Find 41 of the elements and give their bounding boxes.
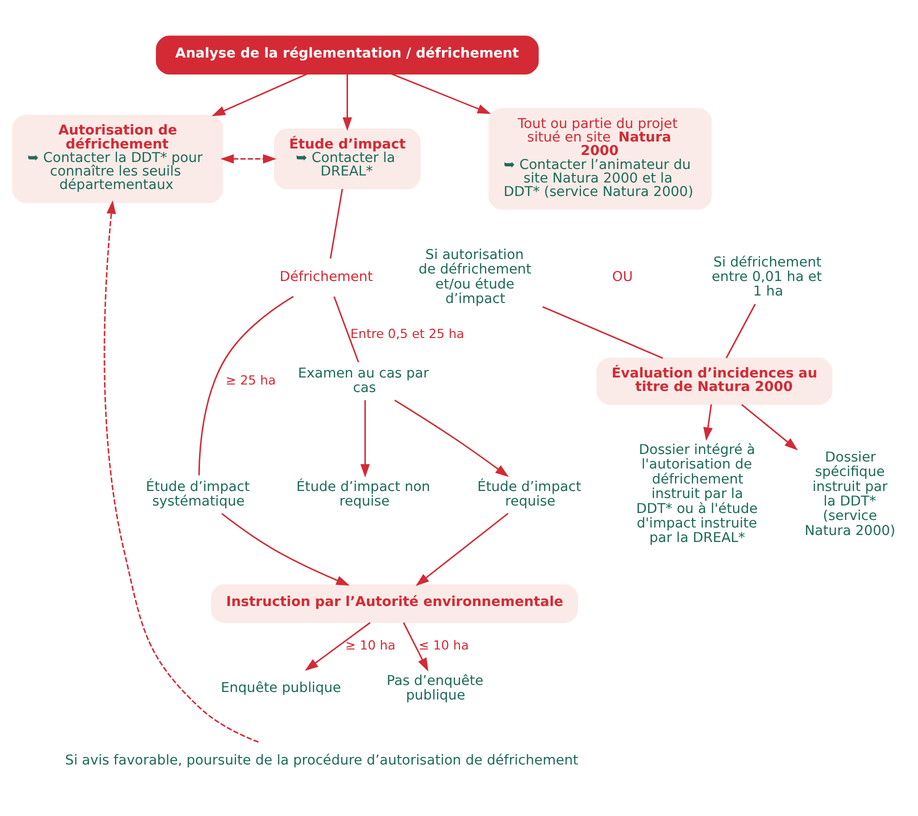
arrow [221, 513, 350, 586]
arrow [394, 400, 509, 477]
arrow [104, 200, 259, 743]
edge-label: Entre 0,5 et 25 ha [350, 326, 464, 341]
label: OU [612, 268, 633, 285]
arrow [342, 74, 352, 131]
node-text: Si défrichement entre 0,01 ha et 1 ha [712, 254, 822, 300]
edge-label: ≥ 25 ha [226, 372, 276, 388]
node-box: Tout ou partie du projet situé en site Natura 2000 ➥ Contacter l’animateur du site Natura 2000 et la DDT* (service Natura 2000) [488, 108, 712, 210]
edge-label: ≤ 10 ha [418, 637, 469, 652]
connector [726, 304, 756, 358]
node-box: Étude d’impact ➥ Contacter la DREAL* [274, 128, 421, 190]
arrow [416, 512, 508, 586]
node-box: Autorisation de défrichement ➥ Contacter la DDT* pour connaître les seuils départementaux [12, 114, 224, 203]
node-text: Enquête publique [220, 680, 342, 696]
node-box: Évaluation d’incidences au titre de Natura 2000 [596, 358, 832, 405]
arrow [212, 73, 308, 116]
connector [330, 188, 344, 259]
arrow [304, 622, 371, 671]
node-text: Défrichement [280, 268, 373, 285]
arrow [703, 404, 713, 441]
edge-label: ≥ 10 ha [345, 637, 396, 652]
node-box: Analyse de la réglementation / défrichement [156, 36, 539, 74]
node-text: Examen au cas par cas [298, 365, 429, 396]
node-text: Si avis favorable, poursuite de la procédure d’autorisation de défrichement [65, 752, 578, 768]
arrow [360, 400, 370, 478]
arrow [391, 73, 491, 114]
node-text: Pas d’enquête publique [386, 672, 484, 704]
arrow [741, 404, 798, 450]
node-text: Dossier intégré à l'autorisation de défrichement instruit par la DDT* ou à l'étude d'impact instruite par la DREAL* [636, 442, 758, 546]
node-text: Étude d’impact systématique [146, 478, 250, 510]
node-text: Si autorisation de défrichement et/ou étude d’impact [418, 246, 532, 308]
arrow [220, 154, 276, 164]
node-text: Dossier spécifique instruit par la DDT* (service Natura 2000) [804, 449, 896, 539]
node-box: Instruction par l’Autorité environnementale [210, 584, 578, 623]
connector [198, 296, 294, 476]
node-text: Étude d’impact requise [477, 478, 582, 510]
connector [333, 296, 360, 362]
node-text: Étude d’impact non requise [296, 478, 430, 510]
arrow [402, 622, 428, 672]
connector [542, 306, 664, 359]
